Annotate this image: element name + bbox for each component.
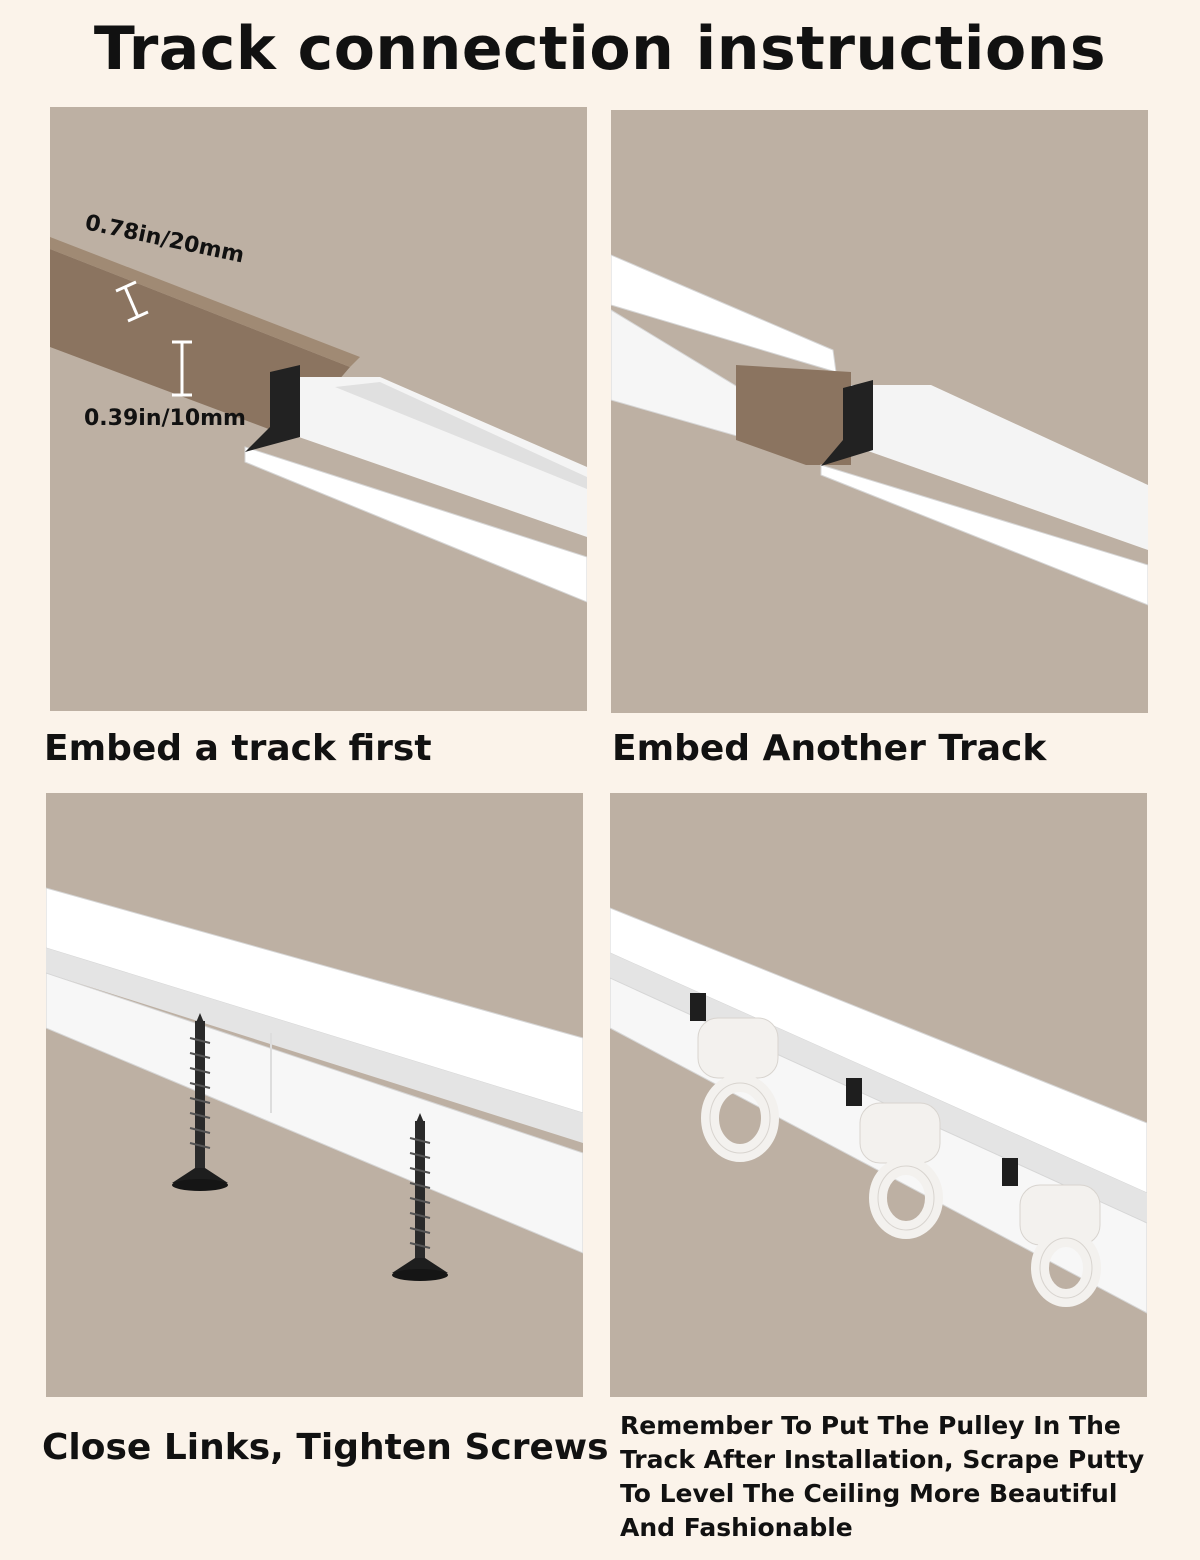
pulley-icon	[1002, 1158, 1101, 1307]
caption-embed-another: Embed Another Track	[612, 728, 1047, 769]
caption-pulley: Remember To Put The Pulley In The Track …	[620, 1411, 1145, 1542]
track-illustration-2	[611, 254, 1148, 606]
track-illustration-3	[46, 887, 583, 1281]
pulley-icon	[846, 1078, 943, 1239]
track-top	[46, 887, 583, 1114]
screw-icon	[172, 1013, 228, 1191]
page-title: Track connection instructions	[93, 14, 1107, 84]
track-body	[46, 972, 583, 1254]
pulley-icon	[690, 993, 779, 1162]
track-end-profile	[245, 365, 300, 452]
panel-tighten-screws	[46, 793, 583, 1397]
width-marker	[115, 280, 149, 323]
screw-icon	[392, 1113, 448, 1281]
right-track-body	[820, 464, 1148, 606]
track-top	[270, 377, 587, 537]
track-top	[610, 907, 1147, 1194]
height-marker	[172, 340, 192, 397]
caption-embed-first: Embed a track first	[44, 728, 432, 769]
height-label: 0.39in/10mm	[84, 406, 246, 431]
panel-embed-first: 0.78in/20mm 0.39in/10mm	[50, 107, 587, 711]
right-track-top	[851, 385, 1148, 550]
track-illustration-4	[610, 907, 1147, 1314]
caption-tighten-screws: Close Links, Tighten Screws	[42, 1427, 609, 1468]
track-body	[244, 446, 587, 603]
panel-pulley	[610, 793, 1147, 1397]
ceiling-groove	[736, 365, 851, 465]
track-end-profile	[821, 380, 873, 466]
track-illustration-1: 0.78in/20mm 0.39in/10mm	[50, 210, 587, 603]
panel-embed-another	[611, 110, 1148, 713]
